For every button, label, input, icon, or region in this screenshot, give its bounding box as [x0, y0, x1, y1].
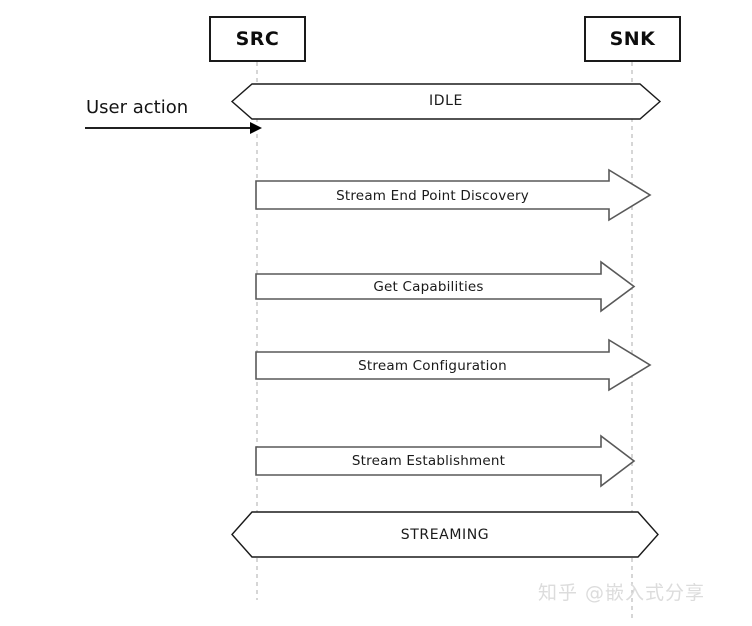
participant-box-src[interactable]: SRC: [209, 16, 306, 62]
msg-label-stream-establishment: Stream Establishment: [351, 453, 506, 469]
msg-label-stream-configuration: Stream Configuration: [358, 358, 507, 374]
msg-label-get-capabilities: Get Capabilities: [373, 279, 484, 295]
user-action-label: User action: [86, 97, 189, 118]
msg-label-stream-end-point-discovery: Stream End Point Discovery: [336, 188, 529, 204]
participant-label-snk: SNK: [609, 28, 656, 50]
state-label-streaming: STREAMING: [400, 527, 490, 543]
participant-label-src: SRC: [235, 28, 280, 50]
user-action-arrow: [85, 122, 262, 134]
participant-box-snk[interactable]: SNK: [584, 16, 681, 62]
watermark-text: 知乎 @嵌入式分享: [538, 582, 706, 604]
state-label-idle: IDLE: [429, 93, 463, 109]
